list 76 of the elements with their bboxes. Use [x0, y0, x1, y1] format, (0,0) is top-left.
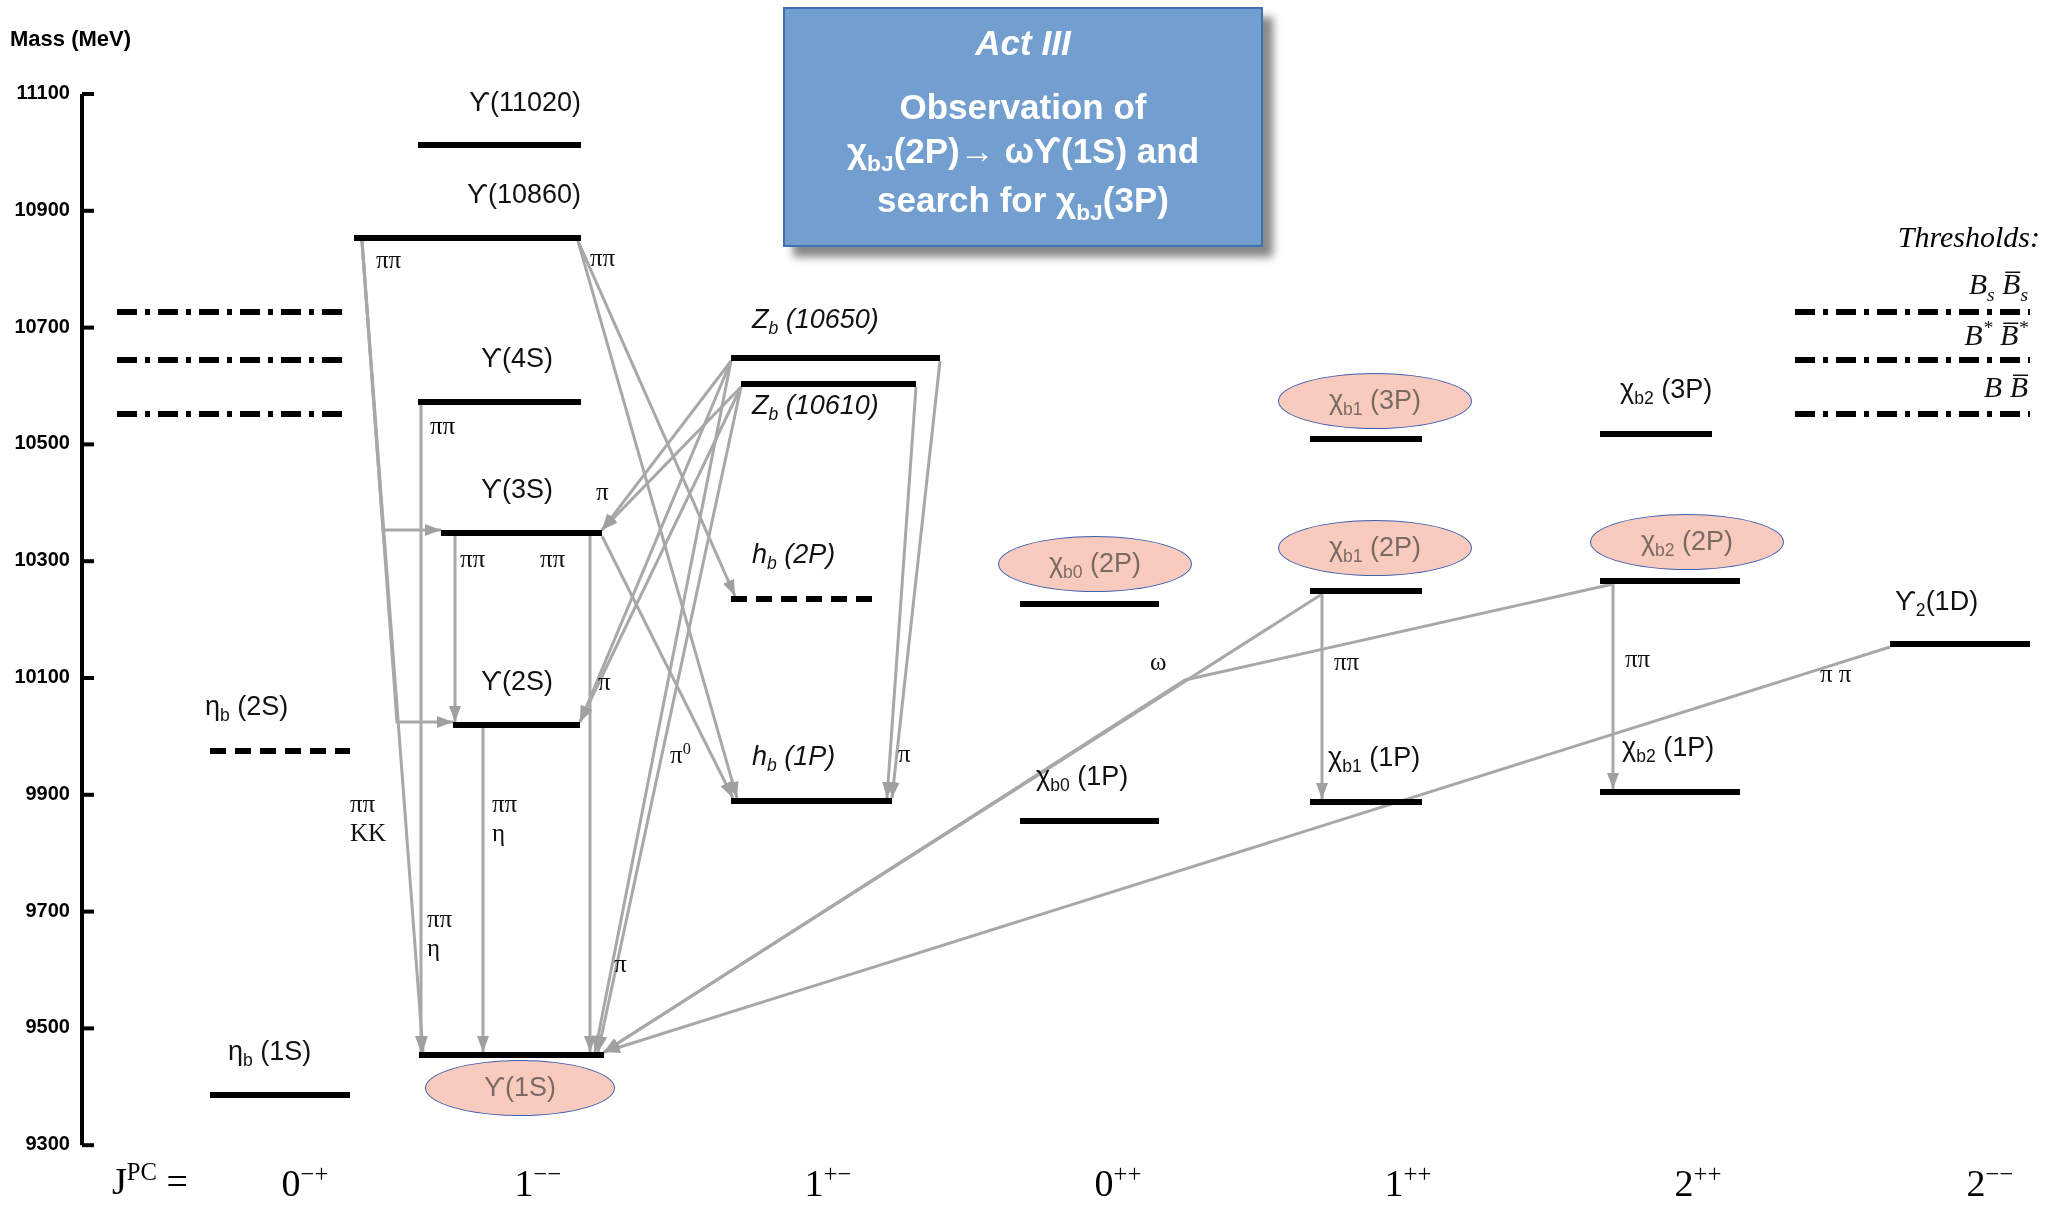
edge-label: ππ η — [427, 905, 454, 963]
quantum-number-label: 2$^{−−}$ — [1965, 1160, 2015, 1205]
tick-label: 9900 — [24, 781, 70, 805]
quantum-number-label: 1$^{−−}$ — [513, 1160, 563, 1205]
quantum-number-label: 0$^{++}$ — [1093, 1160, 1143, 1205]
transition-arrow — [360, 240, 453, 728]
state-label: χ$_{b1}$ (1P) — [1328, 741, 1422, 779]
state-label: ϒ(2S) — [480, 665, 554, 698]
legend-heading: Thresholds: — [1896, 220, 2040, 254]
edge-label: ππ — [540, 545, 566, 574]
state-label: χ$_{b0}$ (1P) — [1036, 760, 1130, 798]
transition-arrow — [600, 385, 743, 532]
transition-arrow — [600, 535, 735, 799]
tick-label: 10700 — [13, 314, 70, 338]
transition-arrow — [477, 728, 489, 1052]
transition-arrow — [1607, 584, 1619, 789]
quantum-number-label: 0$^{−+}$ — [280, 1160, 330, 1205]
tick-label: 10300 — [13, 548, 70, 572]
transition-arrow — [887, 360, 942, 799]
highlighted-label: χ$_{b0}$ (2P) — [998, 536, 1192, 592]
edge-label: ππ — [590, 244, 616, 273]
edge-label: ππ η — [492, 790, 519, 848]
highlighted-label: ϒ(1S) — [425, 1060, 615, 1116]
quantum-number-label: J$^{PC}$ = — [112, 1158, 189, 1203]
edge-label: ππ — [1334, 648, 1360, 677]
edge-label: π — [898, 740, 911, 769]
tick-label: 10500 — [13, 431, 70, 455]
state-label: B B̅ — [1982, 369, 2028, 405]
edge-label: ππ — [376, 246, 402, 275]
title-box — [783, 7, 1263, 247]
edge-label: π — [596, 478, 609, 507]
transition-arrow — [882, 386, 918, 799]
state-label: χ$_{b2}$ (1P) — [1622, 731, 1716, 769]
transition-arrow — [584, 536, 596, 1052]
transition-arrow — [576, 240, 739, 799]
tick-label: 9300 — [24, 1132, 70, 1156]
state-label: η$_{b}$ (2S) — [205, 690, 290, 728]
edge-label: π — [614, 950, 627, 979]
edge-label: π$^{0}$ — [670, 740, 691, 771]
tick-label: 9700 — [24, 898, 70, 922]
state-label: χ$_{b2}$ (3P) — [1620, 373, 1714, 411]
tick-label: 10100 — [13, 665, 70, 688]
edge-label: ππ KK — [350, 790, 388, 848]
tick-label: 11100 — [15, 81, 70, 104]
state-label: ϒ(3S) — [480, 473, 554, 506]
transition-label: ππ — [430, 412, 456, 440]
highlighted-label: χ$_{b1}$ (3P) — [1278, 373, 1472, 429]
tick-label: 9500 — [24, 1015, 70, 1039]
edge-label: π π — [1820, 660, 1852, 689]
transition-arrow — [603, 645, 1891, 1054]
edge-label: ω — [1150, 648, 1167, 677]
state-label: Z$_{b}$ (10650) — [752, 303, 880, 341]
edge-label: π — [598, 668, 611, 697]
state-label: η$_{b}$ (1S) — [228, 1035, 313, 1073]
axis-title: Mass (MeV) — [10, 26, 133, 52]
edge-label: ππ — [1625, 645, 1651, 674]
state-label: ϒ$_{2}$(1D) — [1895, 585, 1980, 623]
state-label: ϒ(10860) — [466, 178, 581, 211]
edge-label: ππ — [460, 545, 486, 574]
highlighted-label: χ$_{b2}$ (2P) — [1590, 514, 1784, 570]
state-label: h$_{b}$ (2P) — [752, 538, 837, 576]
box-heading: Act III — [973, 22, 1073, 64]
highlighted-label: χ$_{b1}$ (2P) — [1278, 520, 1472, 576]
state-label: ϒ(11020) — [468, 86, 581, 119]
quantum-number-label: 2$^{++}$ — [1673, 1160, 1723, 1205]
transition-arrow — [1316, 594, 1328, 799]
state-label: h$_{b}$ (1P) — [752, 740, 837, 778]
transition-arrow — [449, 536, 461, 722]
tick-label: 10900 — [13, 197, 70, 221]
state-label: Z$_{b}$ (10610) — [752, 389, 880, 427]
box-text: Observation of χ$_{bJ}$(2P)→ ωϒ(1S) and search for χ$_{bJ}$(3P) — [845, 86, 1201, 228]
state-label: B$^{*}$ B̅$^{*}$ — [1963, 316, 2028, 353]
quantum-number-label: 1$^{+−}$ — [803, 1160, 853, 1205]
state-label: ϒ(4S) — [480, 342, 554, 375]
quantum-number-label: 1$^{++}$ — [1383, 1160, 1433, 1205]
state-label: B$_{s}$ B̅$_{s}$ — [1967, 266, 2028, 306]
